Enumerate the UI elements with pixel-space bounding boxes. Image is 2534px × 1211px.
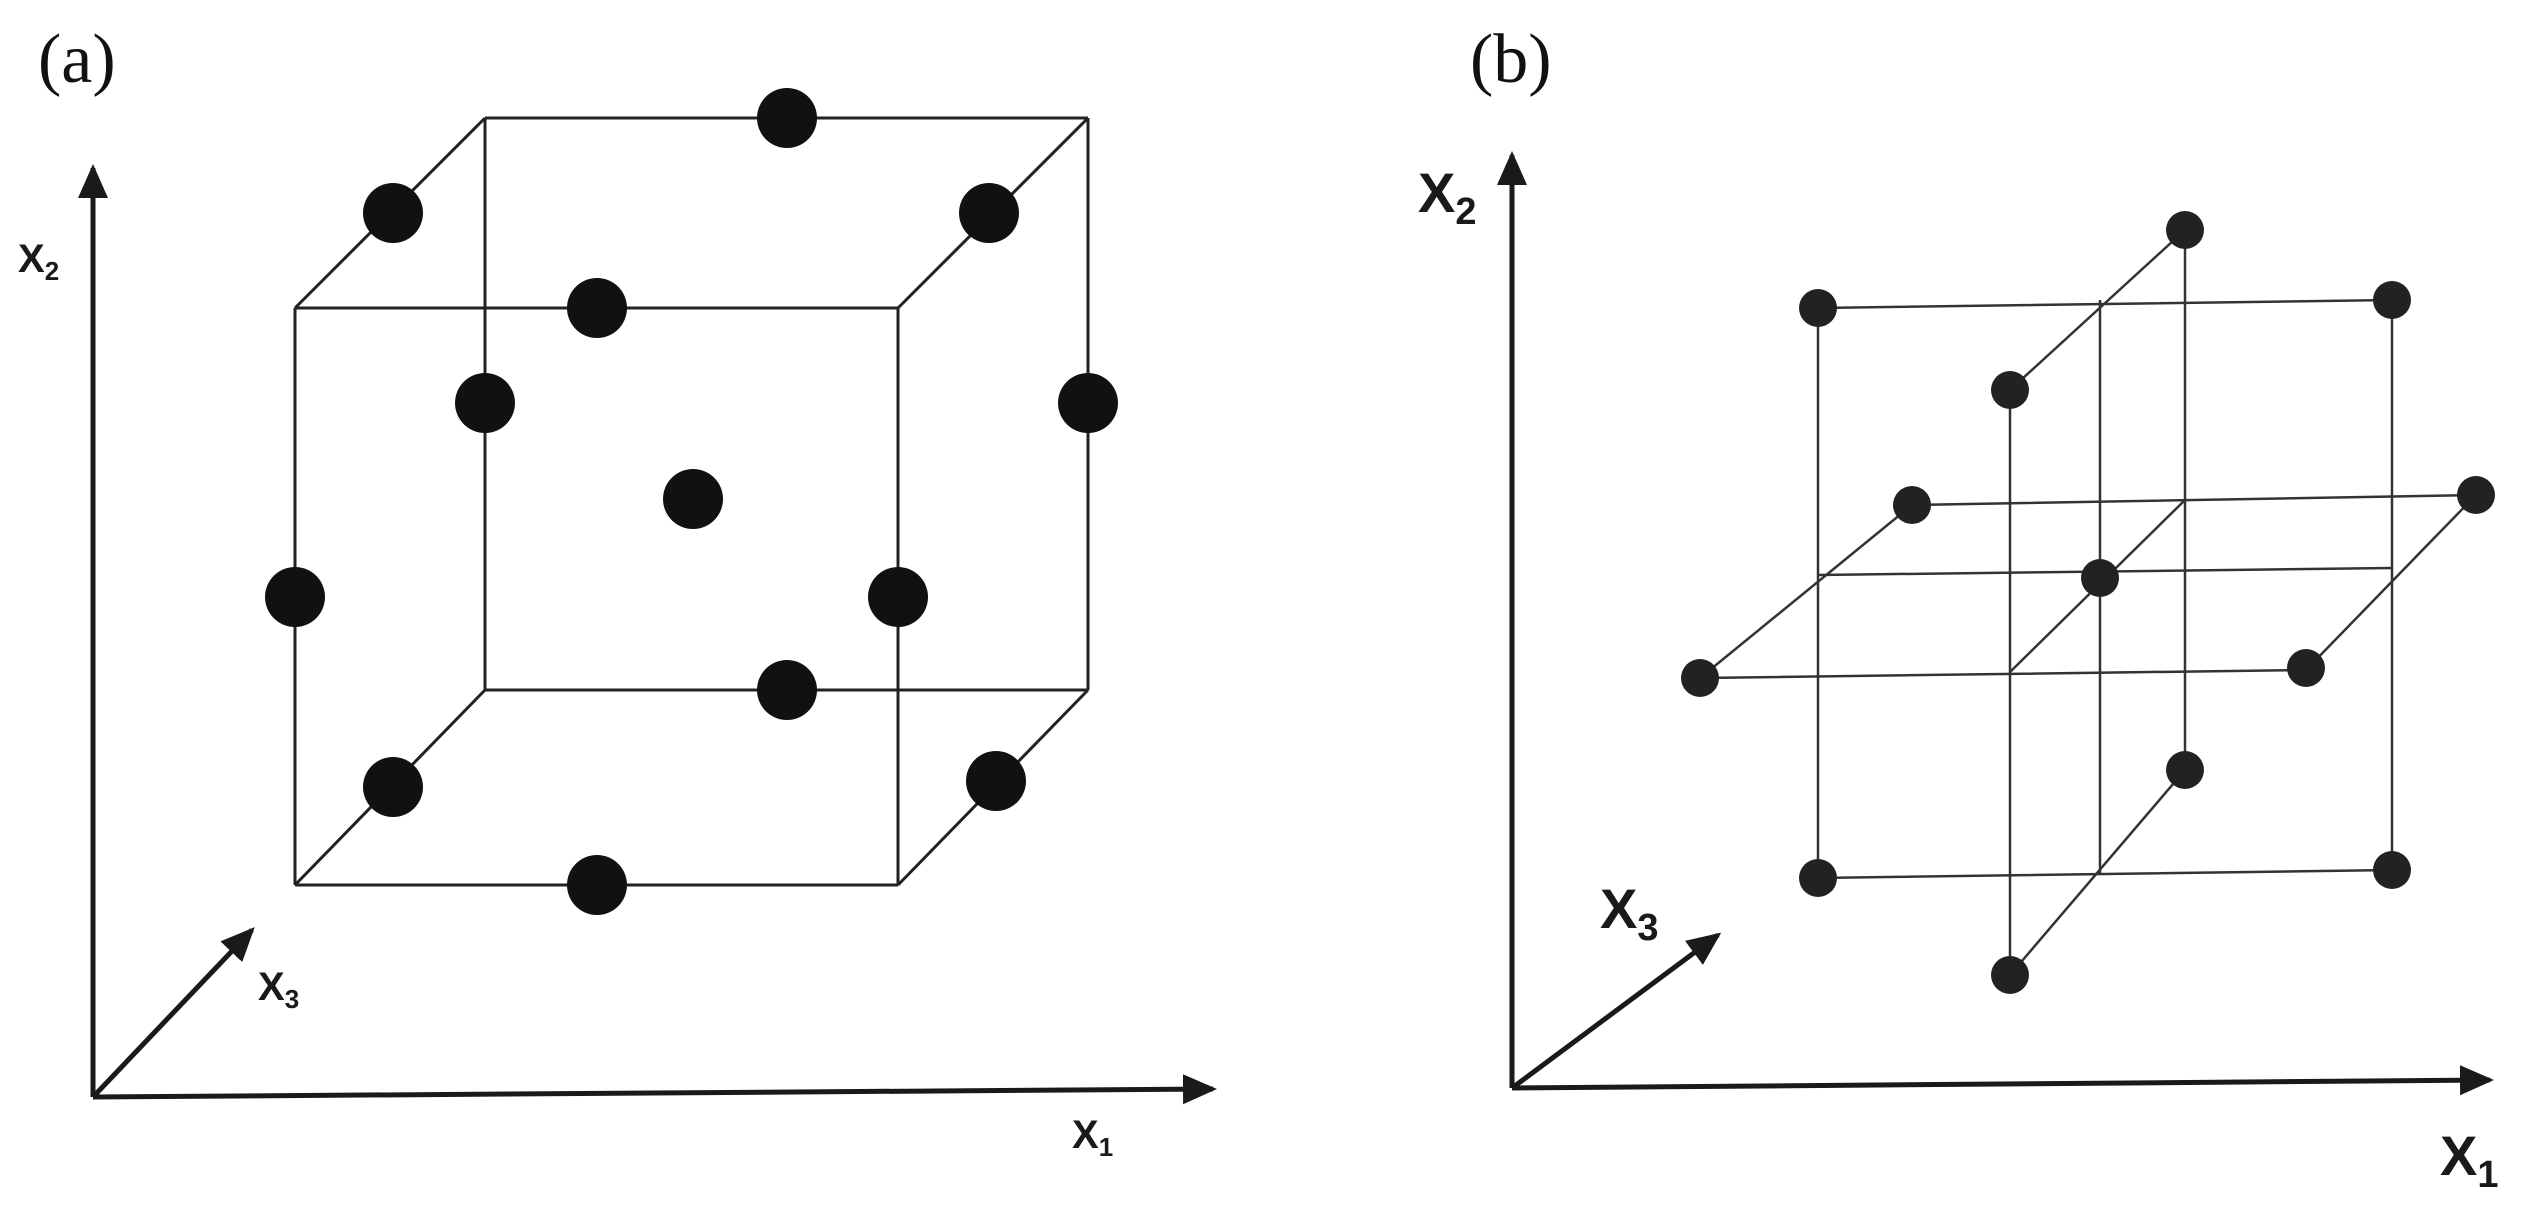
- panel-b: (b) X2 X3 X1: [1418, 21, 2499, 1196]
- design-point: [1893, 486, 1931, 524]
- panel-a-label: (a): [38, 21, 116, 98]
- panel-a-x1-label: X1: [1072, 1113, 1113, 1162]
- design-point: [757, 660, 817, 720]
- design-point: [2373, 281, 2411, 319]
- design-point: [455, 373, 515, 433]
- design-point: [567, 855, 627, 915]
- design-point: [2287, 649, 2325, 687]
- panel-b-axes: [1497, 151, 2494, 1096]
- design-point: [1799, 289, 1837, 327]
- panel-a-axis-x1: [92, 1074, 1217, 1105]
- panel-a-axes: [78, 164, 1217, 1105]
- design-point: [363, 757, 423, 817]
- design-point: [1681, 659, 1719, 697]
- design-point: [265, 567, 325, 627]
- panel-a: (a) X2 X3 X1: [18, 21, 1217, 1162]
- design-point: [363, 183, 423, 243]
- design-point: [2166, 211, 2204, 249]
- panel-b-x2-label: X2: [1418, 161, 1477, 233]
- design-point: [1799, 859, 1837, 897]
- panel-b-x1-label: X1: [2440, 1124, 2499, 1196]
- design-point: [959, 183, 1019, 243]
- plane-x2x3: [2008, 227, 2187, 979]
- panel-b-axis-x3: [1510, 932, 1722, 1091]
- panel-b-x3-label: X3: [1600, 877, 1659, 949]
- design-point: [2166, 751, 2204, 789]
- design-point: [2457, 476, 2495, 514]
- design-point: [2081, 559, 2119, 597]
- panel-a-x2-label: X2: [18, 237, 59, 286]
- design-point: [663, 469, 723, 529]
- panel-b-label: (b): [1470, 21, 1552, 98]
- design-point: [1991, 956, 2029, 994]
- design-point: [1991, 371, 2029, 409]
- panel-a-points: [265, 88, 1118, 915]
- panel-b-points: [1681, 211, 2495, 994]
- panel-a-x3-label: X3: [258, 965, 299, 1014]
- panel-a-axis-x3: [91, 927, 255, 1099]
- design-point: [2373, 851, 2411, 889]
- design-point: [868, 567, 928, 627]
- design-point: [567, 278, 627, 338]
- design-point: [966, 751, 1026, 811]
- design-point: [757, 88, 817, 148]
- panel-b-axis-x1: [1511, 1065, 2494, 1096]
- design-point: [1058, 373, 1118, 433]
